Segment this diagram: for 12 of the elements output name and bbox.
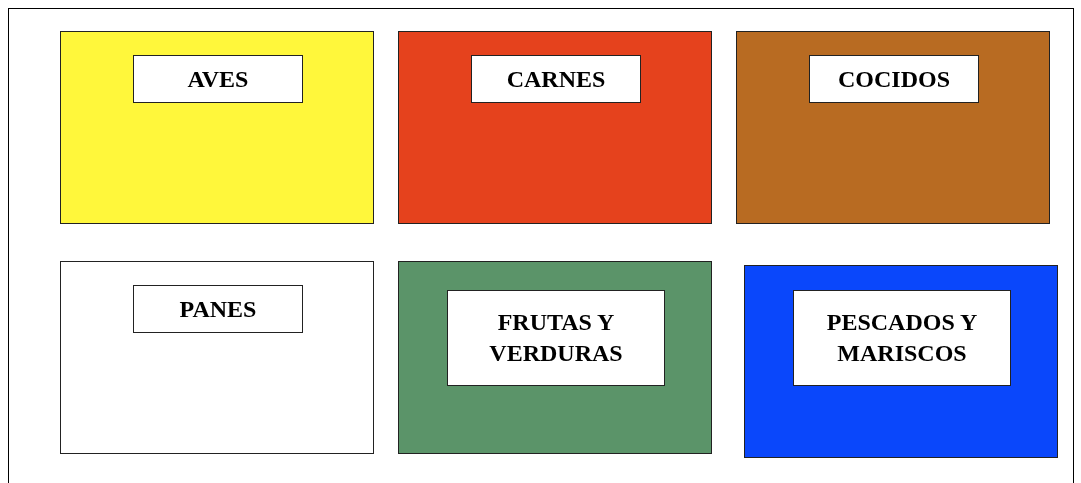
category-card	[398, 261, 712, 454]
category-label: FRUTAS Y VERDURAS	[447, 290, 665, 386]
category-card	[398, 31, 712, 224]
category-card	[60, 31, 374, 224]
category-label: CARNES	[471, 55, 641, 103]
category-label: PANES	[133, 285, 303, 333]
category-card	[736, 31, 1050, 224]
category-card	[60, 261, 374, 454]
category-label: COCIDOS	[809, 55, 979, 103]
category-card	[744, 265, 1058, 458]
category-label: AVES	[133, 55, 303, 103]
category-label: PESCADOS Y MARISCOS	[793, 290, 1011, 386]
